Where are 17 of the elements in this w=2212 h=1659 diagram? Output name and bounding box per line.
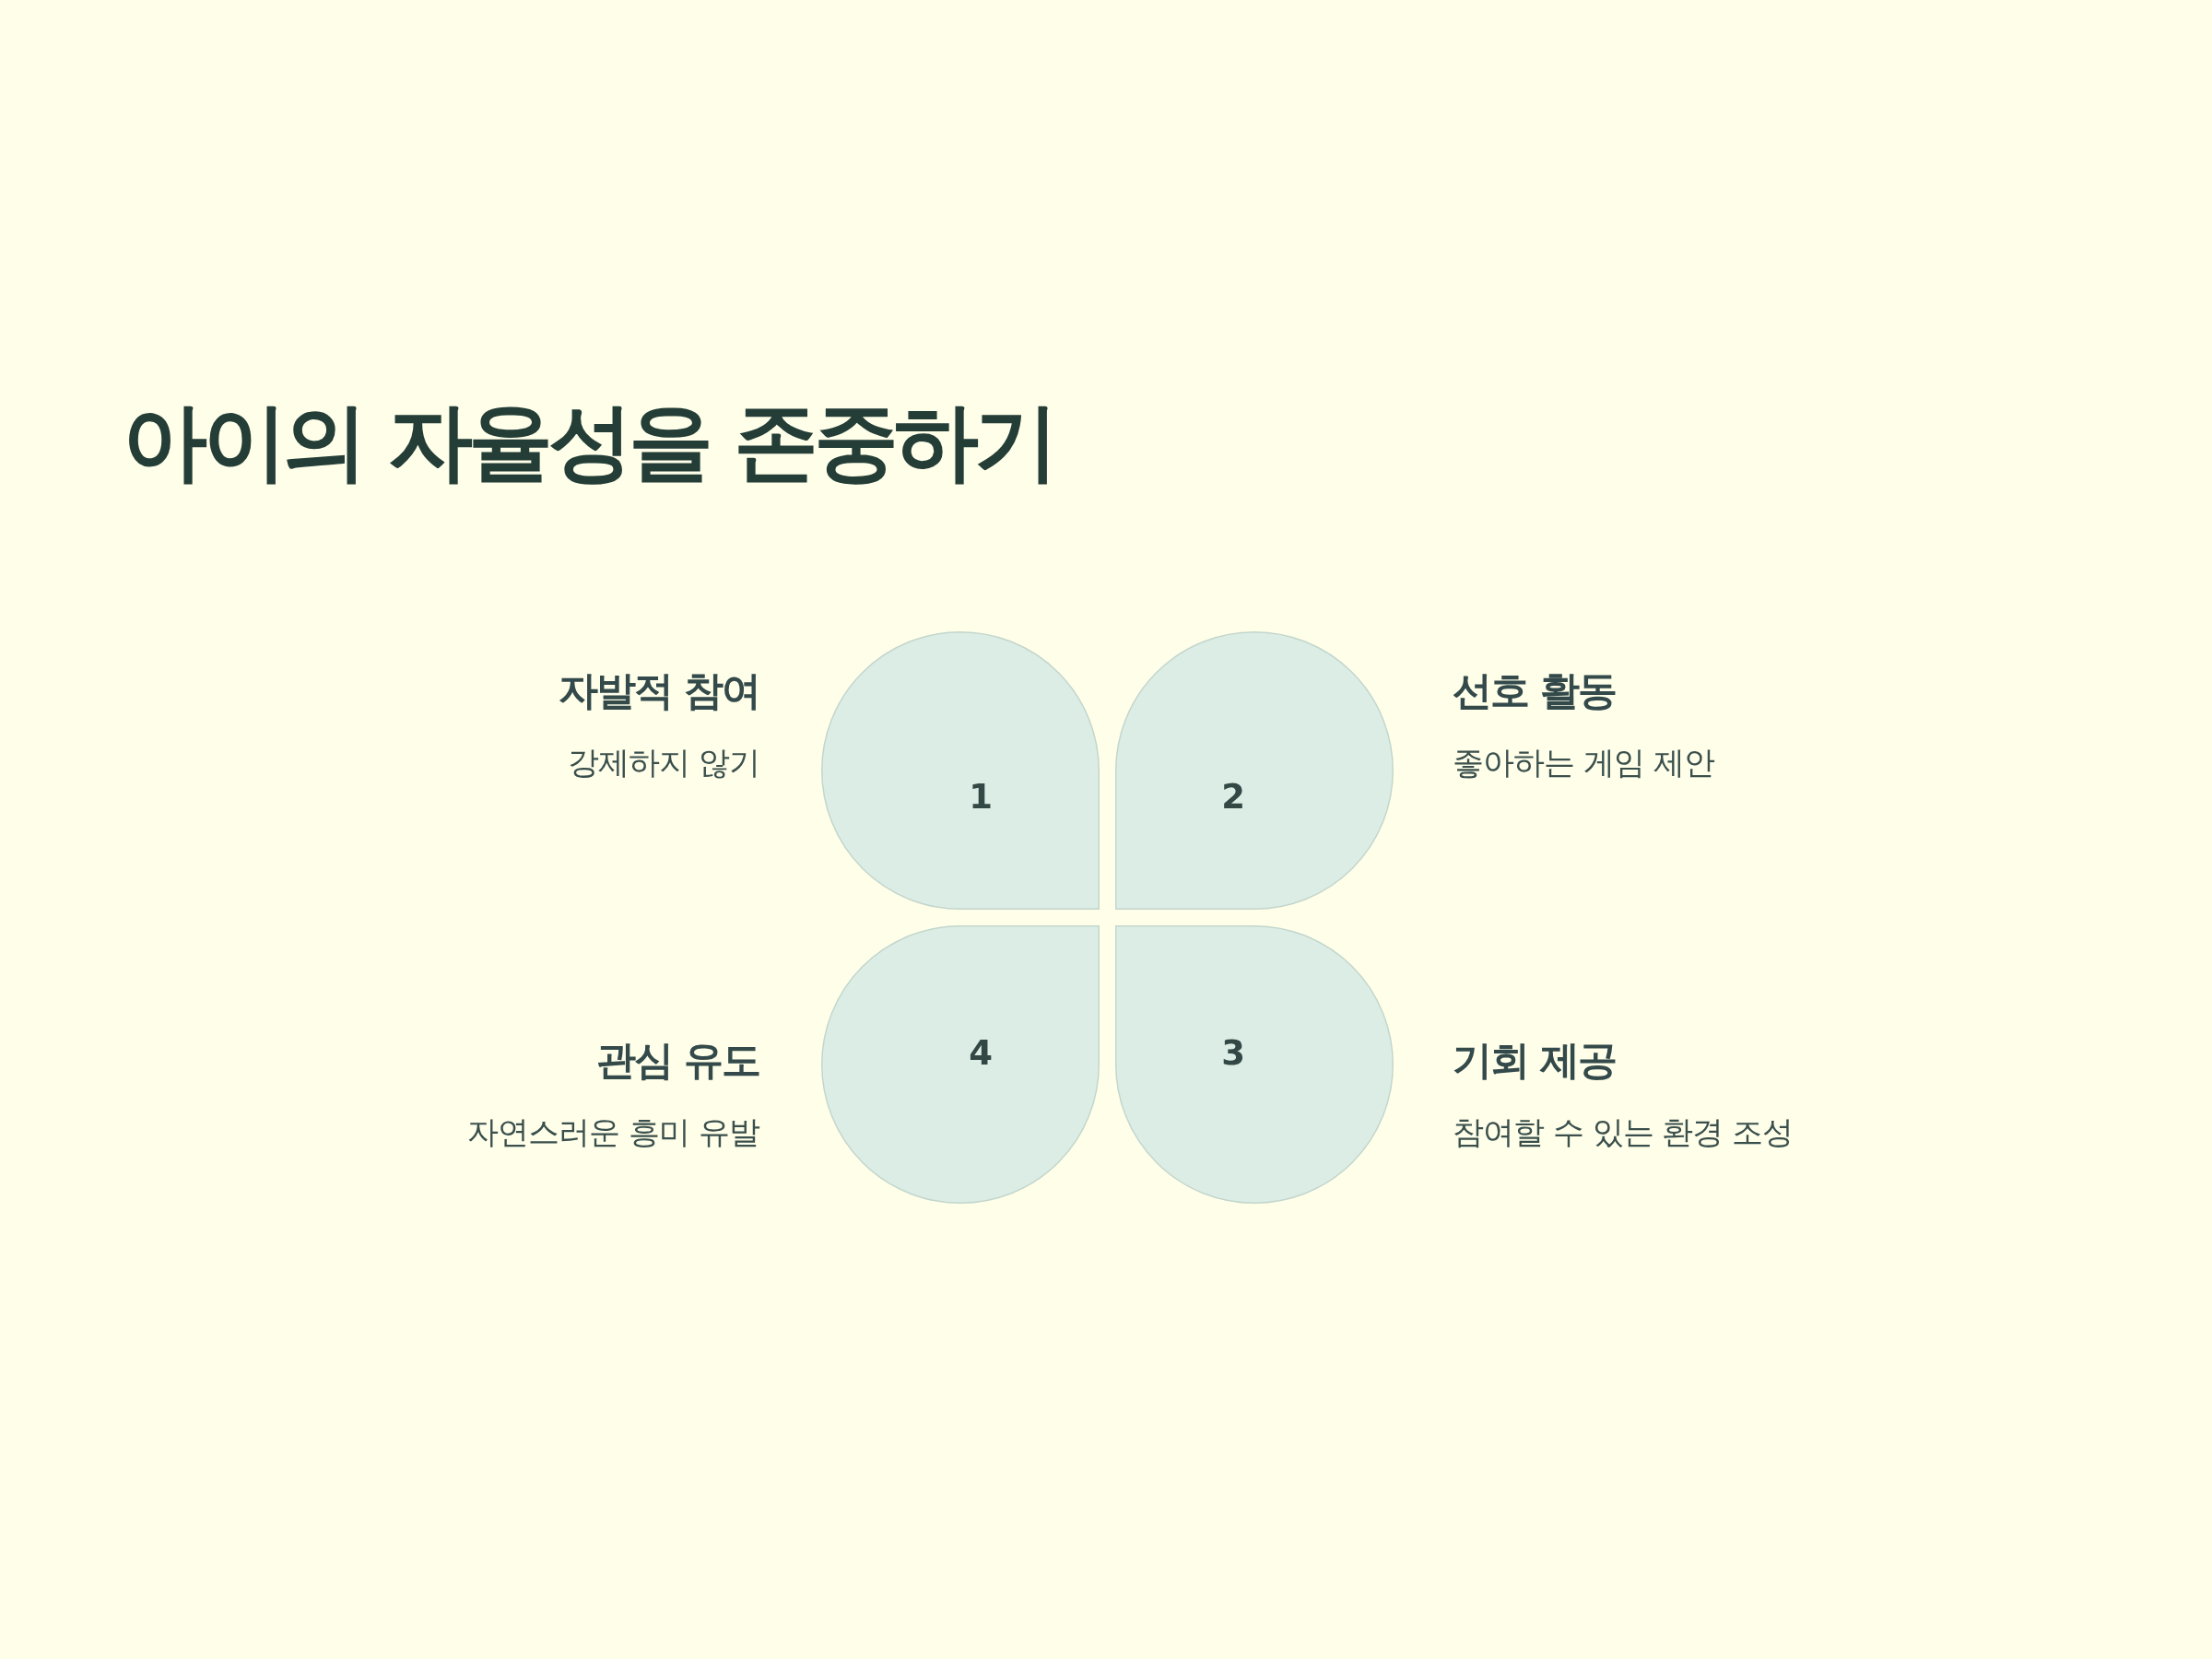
- step-number: 4: [969, 1035, 993, 1070]
- heading: 관심 유도: [596, 1037, 759, 1085]
- description: 강제하지 않기: [568, 744, 759, 782]
- step-number: 2: [1221, 779, 1245, 814]
- heading: 자발적 참여: [559, 667, 759, 715]
- step-number: 3: [1221, 1035, 1245, 1070]
- description: 참여할 수 있는 환경 조성: [1453, 1113, 1794, 1151]
- description: 자연스러운 흥미 유발: [467, 1113, 759, 1151]
- petal: [821, 631, 1100, 910]
- heading: 선호 활동: [1453, 667, 1616, 715]
- petal: [1115, 925, 1394, 1204]
- petal: [1115, 631, 1394, 910]
- step-number: 1: [969, 779, 993, 814]
- petal: [821, 925, 1100, 1204]
- heading: 기회 제공: [1453, 1037, 1616, 1085]
- title: 아이의 자율성을 존중하기: [123, 392, 1055, 493]
- description: 좋아하는 게임 제안: [1453, 744, 1714, 782]
